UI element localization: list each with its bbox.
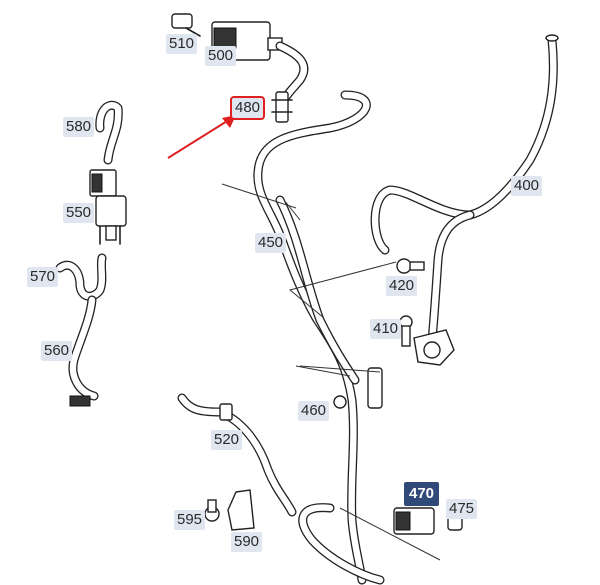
label-475[interactable]: 475 [446, 499, 478, 519]
label-460[interactable]: 460 [298, 401, 330, 421]
valve-500 [211, 21, 309, 115]
label-480[interactable]: 480 [229, 96, 266, 120]
clip-480 [271, 91, 293, 123]
connector-510 [171, 13, 201, 37]
hose-580 [95, 100, 123, 165]
label-590[interactable]: 590 [231, 532, 263, 552]
valve-470 [298, 503, 441, 585]
label-560[interactable]: 560 [41, 341, 73, 361]
solenoid-550 [89, 169, 127, 245]
label-410[interactable]: 410 [370, 319, 402, 339]
hose-520 [177, 393, 297, 517]
label-550[interactable]: 550 [63, 203, 95, 223]
label-580[interactable]: 580 [63, 117, 95, 137]
label-500[interactable]: 500 [205, 46, 237, 66]
hose-560 [68, 295, 99, 407]
label-510[interactable]: 510 [166, 34, 198, 54]
label-595[interactable]: 595 [174, 510, 206, 530]
label-400[interactable]: 400 [511, 176, 543, 196]
label-470[interactable]: 470 [404, 482, 440, 506]
red-arrow-icon [167, 115, 236, 159]
bracket-590 [227, 489, 255, 531]
bolt-410 [399, 315, 413, 347]
hose-400 [370, 34, 559, 366]
cable-ties [221, 183, 351, 377]
label-420[interactable]: 420 [386, 276, 418, 296]
label-520[interactable]: 520 [211, 430, 243, 450]
bolt-595 [204, 499, 220, 522]
hose-570 [55, 253, 107, 301]
label-570[interactable]: 570 [27, 267, 59, 287]
bolt-420 [288, 258, 425, 319]
hose-450-branch [275, 195, 360, 385]
hose-450 [253, 90, 371, 585]
bolt-460 [299, 365, 383, 409]
label-450[interactable]: 450 [255, 233, 287, 253]
